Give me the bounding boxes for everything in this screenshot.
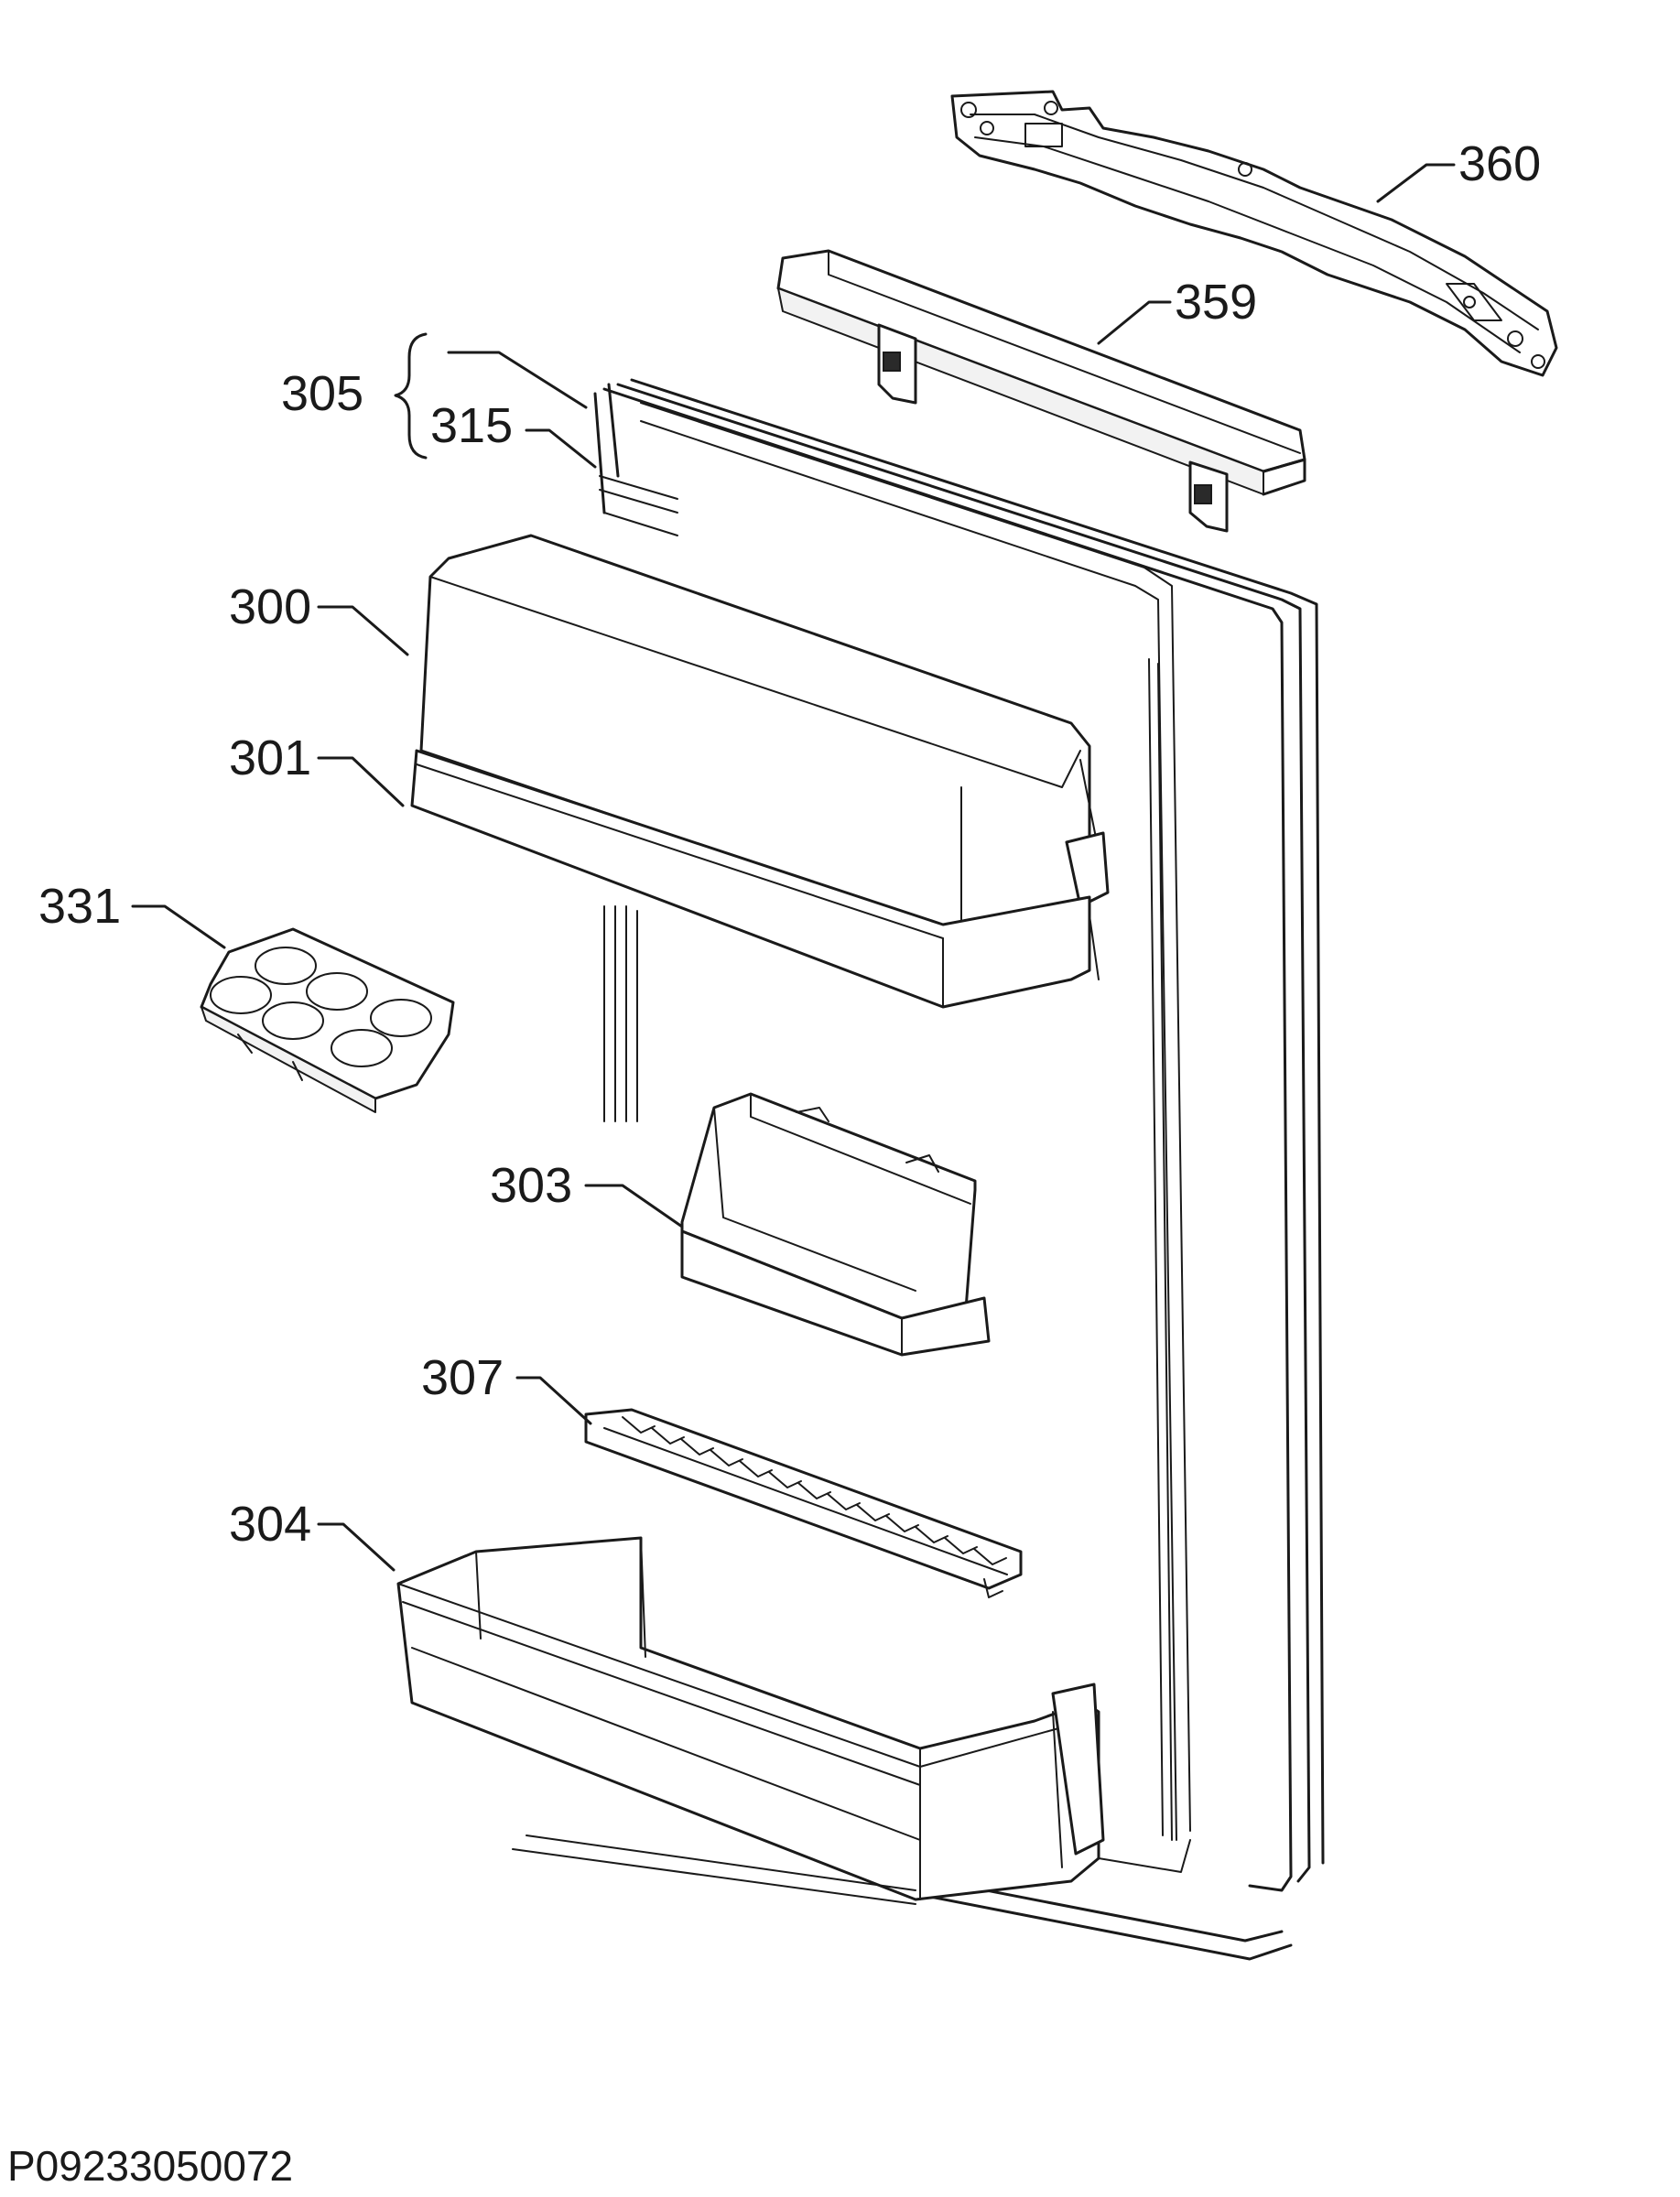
leader-359 [1097,300,1172,345]
part-331-egg-tray [200,927,455,1113]
leader-303 [584,1184,684,1228]
part-303-small-shelf [680,1092,991,1357]
leader-307 [515,1376,592,1425]
leader-331 [131,904,226,949]
leader-300 [317,605,409,656]
label-307: 307 [421,1350,504,1405]
part-360-hinge-bracket [950,90,1558,377]
part-307-rail [584,1408,1023,1598]
label-359: 359 [1175,275,1257,330]
door-gasket-frame [593,378,1325,1961]
label-303: 303 [490,1158,572,1213]
label-331: 331 [38,879,121,934]
label-304: 304 [229,1497,311,1552]
brace-305 [394,332,428,460]
label-305: 305 [281,366,363,421]
part-labels: 360 359 305 315 300 301 331 303 307 304 [38,136,1541,1552]
part-304-bottom-bin [396,1536,1105,1905]
label-300: 300 [229,579,311,634]
leader-304 [317,1522,396,1572]
leader-lines [131,163,1456,1572]
leader-305 [447,351,588,409]
leader-301 [317,756,405,807]
drawing-code: P09233050072 [7,2142,293,2190]
part-301-shelf [410,749,1100,1009]
leader-360 [1376,163,1456,203]
label-315: 315 [430,398,513,453]
label-360: 360 [1458,136,1541,191]
label-301: 301 [229,731,311,785]
leader-315 [525,428,597,469]
part-359-top-cap [776,249,1306,763]
